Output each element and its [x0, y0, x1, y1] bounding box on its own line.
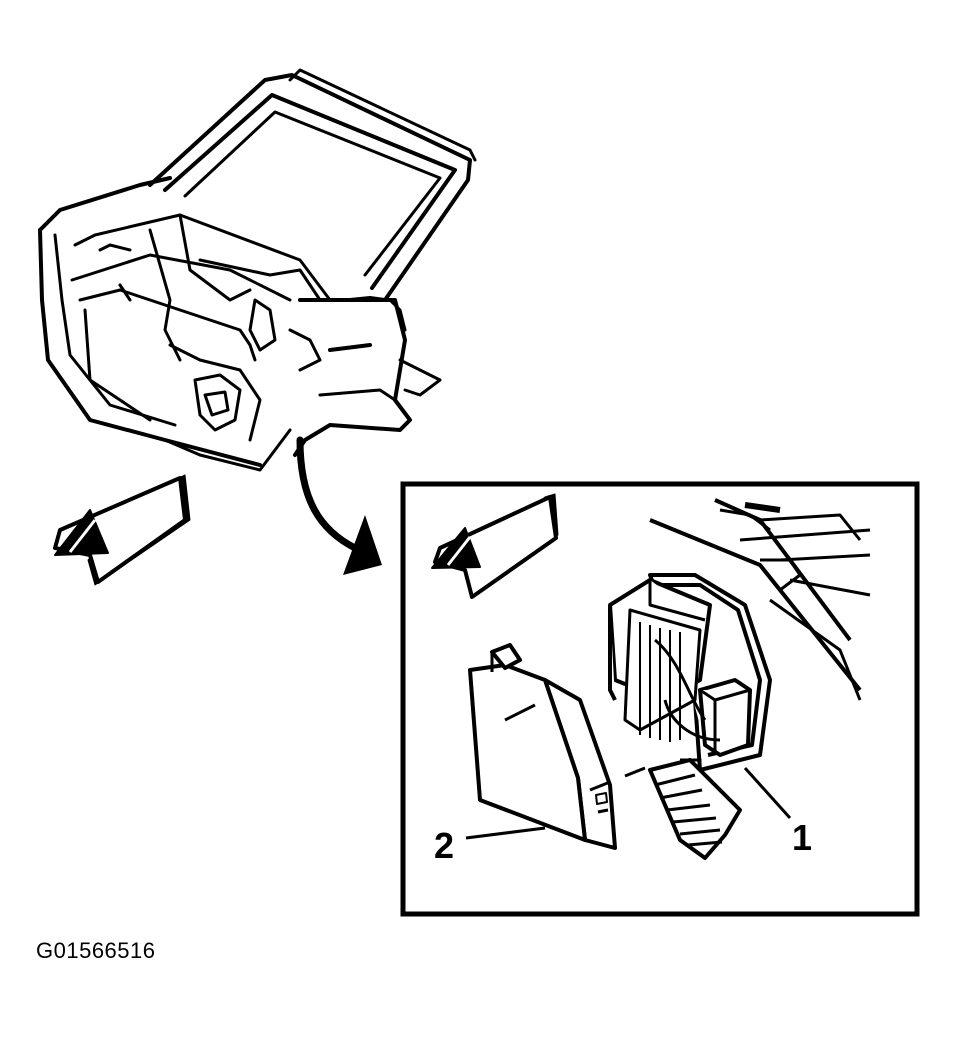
callout-1: 1 [792, 817, 812, 858]
leader-line-1 [743, 766, 792, 820]
front-direction-arrow-small [431, 493, 559, 599]
block-cover [468, 643, 617, 850]
inset-body-panel [649, 498, 871, 701]
front-direction-arrow-large [53, 474, 191, 586]
callout-2: 2 [434, 825, 454, 866]
fuse-relay-block [608, 573, 772, 860]
install-guide-dash [589, 766, 646, 792]
detail-inset: 2 1 [400, 481, 920, 917]
zoom-pointer-arrow [296, 436, 382, 575]
vehicle-rear-body [38, 68, 477, 472]
leader-line-2 [465, 826, 546, 840]
figure-id: G01566516 [36, 938, 156, 963]
